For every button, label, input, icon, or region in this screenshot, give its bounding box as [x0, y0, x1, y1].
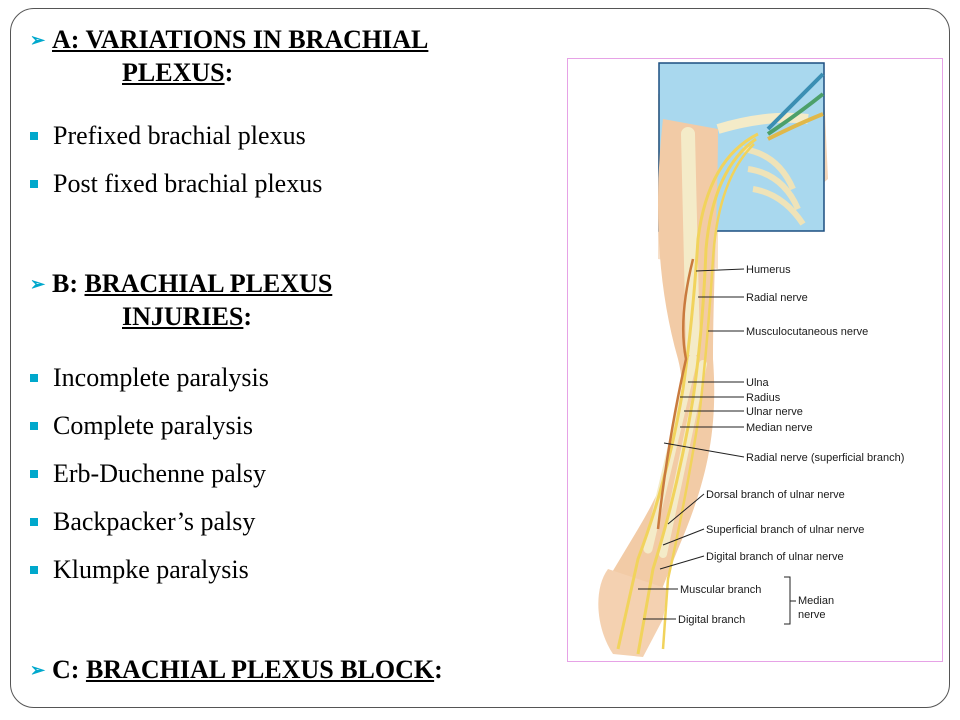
list-item: Incomplete paralysis [30, 362, 269, 393]
list-item: Prefixed brachial plexus [30, 120, 306, 151]
arm-illustration: Humerus Radial nerve Musculocutaneous ne… [598, 62, 904, 657]
square-bullet-icon [30, 470, 38, 478]
label-median-group-2: nerve [798, 609, 826, 621]
arrow-bullet-icon: ➢ [30, 30, 46, 50]
square-bullet-icon [30, 566, 38, 574]
list-item: Backpacker’s palsy [30, 506, 255, 537]
label-median-group: Median [798, 595, 834, 607]
label-ulnar-nerve: Ulnar nerve [746, 406, 803, 418]
list-item: Erb-Duchenne palsy [30, 458, 266, 489]
label-musculocutaneous: Musculocutaneous nerve [746, 326, 868, 338]
arrow-bullet-icon: ➢ [30, 274, 46, 294]
label-humerus: Humerus [746, 264, 791, 276]
list-item: Post fixed brachial plexus [30, 168, 322, 199]
label-radial-superficial: Radial nerve (superficial branch) [746, 452, 904, 464]
label-radial-nerve: Radial nerve [746, 292, 808, 304]
square-bullet-icon [30, 374, 38, 382]
arm-nerve-figure: Humerus Radial nerve Musculocutaneous ne… [567, 58, 943, 662]
label-dorsal-ulnar: Dorsal branch of ulnar nerve [706, 489, 845, 501]
list-item: Complete paralysis [30, 410, 253, 441]
square-bullet-icon [30, 132, 38, 140]
label-digital-branch: Digital branch [678, 614, 745, 626]
square-bullet-icon [30, 518, 38, 526]
label-radius: Radius [746, 392, 781, 404]
section-a-title-cont: PLEXUS: [122, 57, 234, 87]
section-b-title-cont: INJURIES: [122, 301, 253, 331]
label-superficial-ulnar: Superficial branch of ulnar nerve [706, 524, 864, 536]
label-ulna: Ulna [746, 377, 770, 389]
label-muscular-branch: Muscular branch [680, 584, 761, 596]
square-bullet-icon [30, 422, 38, 430]
section-c-heading: ➢C: BRACHIAL PLEXUS BLOCK: [30, 655, 443, 684]
square-bullet-icon [30, 180, 38, 188]
section-c-title: BRACHIAL PLEXUS BLOCK [85, 655, 435, 684]
section-a-title: A: VARIATIONS IN BRACHIAL [52, 25, 429, 54]
section-b-title: BRACHIAL PLEXUS [84, 269, 333, 298]
list-item: Klumpke paralysis [30, 554, 249, 585]
label-digital-ulnar: Digital branch of ulnar nerve [706, 551, 844, 563]
slide-frame [10, 8, 950, 708]
section-a-heading: ➢ A: VARIATIONS IN BRACHIAL PLEXUS: [30, 24, 428, 89]
label-median-nerve: Median nerve [746, 422, 813, 434]
arrow-bullet-icon: ➢ [30, 660, 46, 680]
section-b-heading: ➢B: BRACHIAL PLEXUS INJURIES: [30, 268, 332, 333]
